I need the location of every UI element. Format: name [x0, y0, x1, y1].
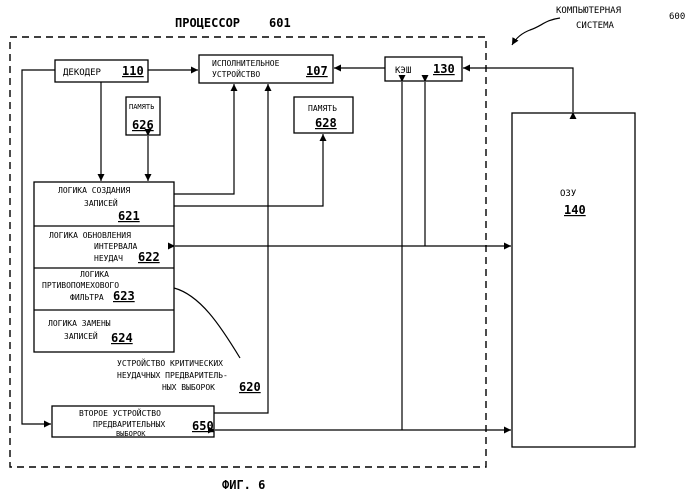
exec-unit-line1: ИСПОЛНИТЕЛЬНОЕ — [212, 59, 280, 68]
critical-unit-leader — [174, 288, 240, 358]
logic-624-line1: ЛОГИКА ЗАМЕНЫ — [48, 319, 111, 328]
logic-622-line1: ЛОГИКА ОБНОВЛЕНИЯ — [49, 231, 131, 240]
memory-628-label: ПАМЯТЬ — [308, 104, 337, 113]
exec-unit-line2: УСТРОЙСТВО — [212, 68, 260, 79]
logic-621-number: 621 — [118, 209, 140, 223]
logic-623-line2: ПРТИВОПОМЕХОВОГО — [42, 281, 119, 290]
critical-unit-line1: УСТРОЙСТВО КРИТИЧЕСКИХ — [117, 357, 223, 368]
system-number: 600 — [669, 12, 685, 22]
ram-number: 140 — [564, 203, 586, 217]
system-pointer-line — [512, 18, 560, 45]
logic-623-line3: ФИЛЬТРА — [70, 293, 104, 302]
logic-622-line3: НЕУДАЧ — [94, 254, 123, 263]
system-label-line1: КОМПЬЮТЕРНАЯ — [556, 6, 621, 16]
critical-unit-number: 620 — [239, 380, 261, 394]
figure-caption: ФИГ. 6 — [222, 478, 265, 492]
prefetch-650-line3: ВЫБОРОК — [116, 430, 146, 438]
processor-label: ПРОЦЕССОР — [175, 16, 240, 30]
logic-622-number: 622 — [138, 250, 160, 264]
ram-label: ОЗУ — [560, 189, 577, 199]
system-label-line2: СИСТЕМА — [576, 21, 615, 31]
memory-626-number: 626 — [132, 118, 154, 132]
ram-box — [512, 113, 635, 447]
decoder-number: 110 — [122, 64, 144, 78]
prefetch-650-line1: ВТОРОЕ УСТРОЙСТВО — [79, 407, 161, 418]
decoder-label: ДЕКОДЕР — [63, 68, 102, 78]
logic-623-line1: ЛОГИКА — [80, 270, 109, 279]
prefetch-650-number: 650 — [192, 419, 214, 433]
prefetch-650-line2: ПРЕДВАРИТЕЛЬНЫХ — [93, 420, 165, 429]
logic-623-number: 623 — [113, 289, 135, 303]
logic-624-number: 624 — [111, 331, 133, 345]
logic-624-line2: ЗАПИСЕЙ — [64, 330, 98, 341]
logic-621-line1: ЛОГИКА СОЗДАНИЯ — [58, 186, 130, 195]
processor-number: 601 — [269, 16, 291, 30]
memory-628-number: 628 — [315, 116, 337, 130]
logic-622-line2: ИНТЕРВАЛА — [94, 242, 138, 251]
memory-626-label: ПАМЯТЬ — [129, 103, 154, 111]
cache-number: 130 — [433, 62, 455, 76]
critical-unit-line3: НЫХ ВЫБОРОК — [162, 383, 215, 392]
exec-unit-number: 107 — [306, 64, 328, 78]
logic-621-line2: ЗАПИСЕЙ — [84, 197, 118, 208]
critical-unit-line2: НЕУДАЧНЫХ ПРЕДВАРИТЕЛЬ- — [117, 371, 228, 380]
cache-label: КЭШ — [395, 66, 411, 76]
